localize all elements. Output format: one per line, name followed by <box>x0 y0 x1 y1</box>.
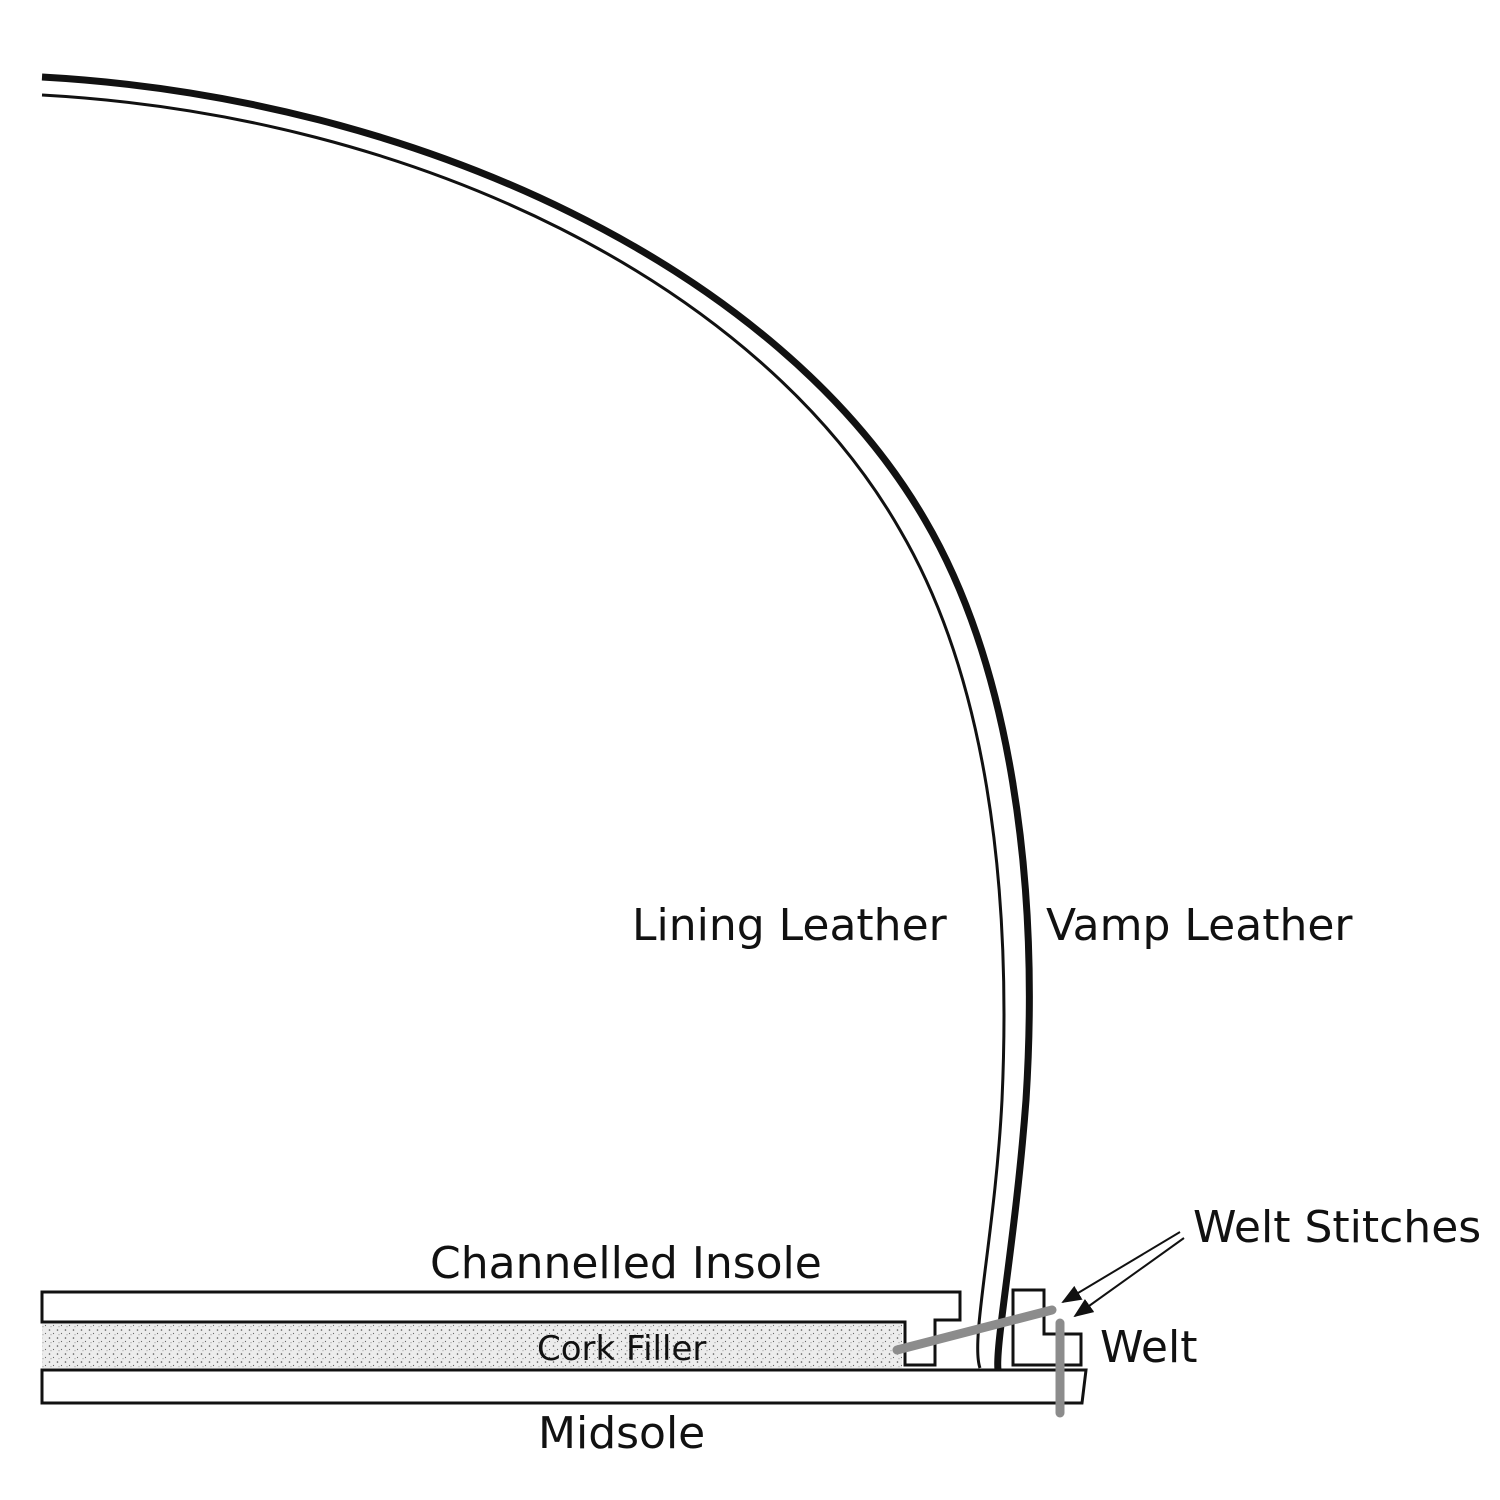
label-vamp-leather: Vamp Leather <box>1046 900 1353 951</box>
label-midsole: Midsole <box>538 1408 705 1459</box>
welt-stitches-arrow-2 <box>1073 1237 1185 1318</box>
label-welt: Welt <box>1100 1322 1197 1373</box>
lining-leather-shape <box>41 93 1006 1369</box>
label-lining-leather: Lining Leather <box>632 900 948 951</box>
label-channelled-insole: Channelled Insole <box>430 1238 822 1289</box>
label-cork-filler: Cork Filler <box>537 1329 706 1369</box>
welt-shape <box>1011 1288 1083 1367</box>
channelled-insole-shape <box>40 1290 962 1367</box>
vamp-leather-shape <box>41 73 1033 1371</box>
midsole-shape <box>40 1368 1088 1405</box>
label-welt-stitches: Welt Stitches <box>1193 1202 1481 1253</box>
cork-filler-shape <box>42 1324 902 1368</box>
welt-stitch-diagonal <box>892 1305 1057 1355</box>
welt-stitches-arrow-1 <box>1061 1231 1181 1304</box>
